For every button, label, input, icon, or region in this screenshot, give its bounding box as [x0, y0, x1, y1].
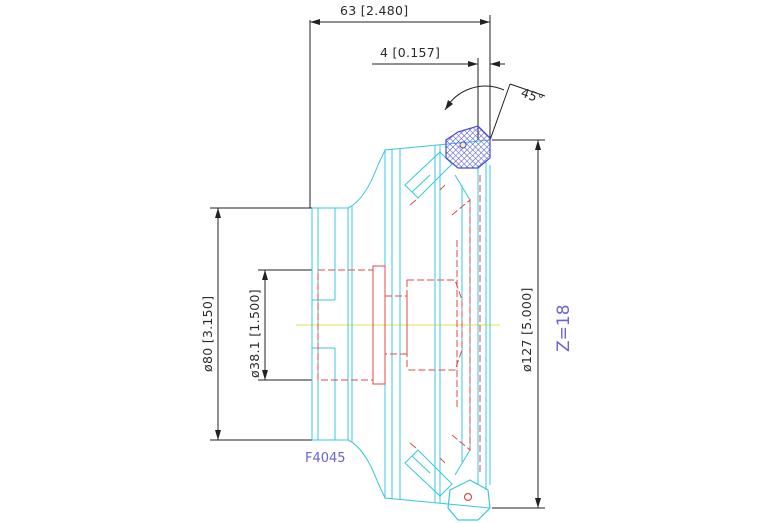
overall-length-dim: 63 [2.480]	[340, 3, 408, 18]
chamfer-angle-dim: 45°	[519, 85, 546, 107]
shank-diameter-dim: ø80 [3.150]	[200, 296, 215, 372]
cutter-diameter-dim: ø127 [5.000]	[519, 287, 534, 372]
dimension-lines	[210, 15, 546, 509]
insert-bottom	[447, 479, 491, 521]
teeth-count-label: Z=18	[554, 304, 574, 352]
chamfer-width-dim: 4 [0.157]	[380, 45, 440, 60]
bore-diameter-dim: ø38.1 [1.500]	[247, 289, 262, 378]
model-label: F4045	[305, 451, 346, 466]
hidden-features	[317, 175, 481, 475]
insert-top	[445, 125, 491, 169]
